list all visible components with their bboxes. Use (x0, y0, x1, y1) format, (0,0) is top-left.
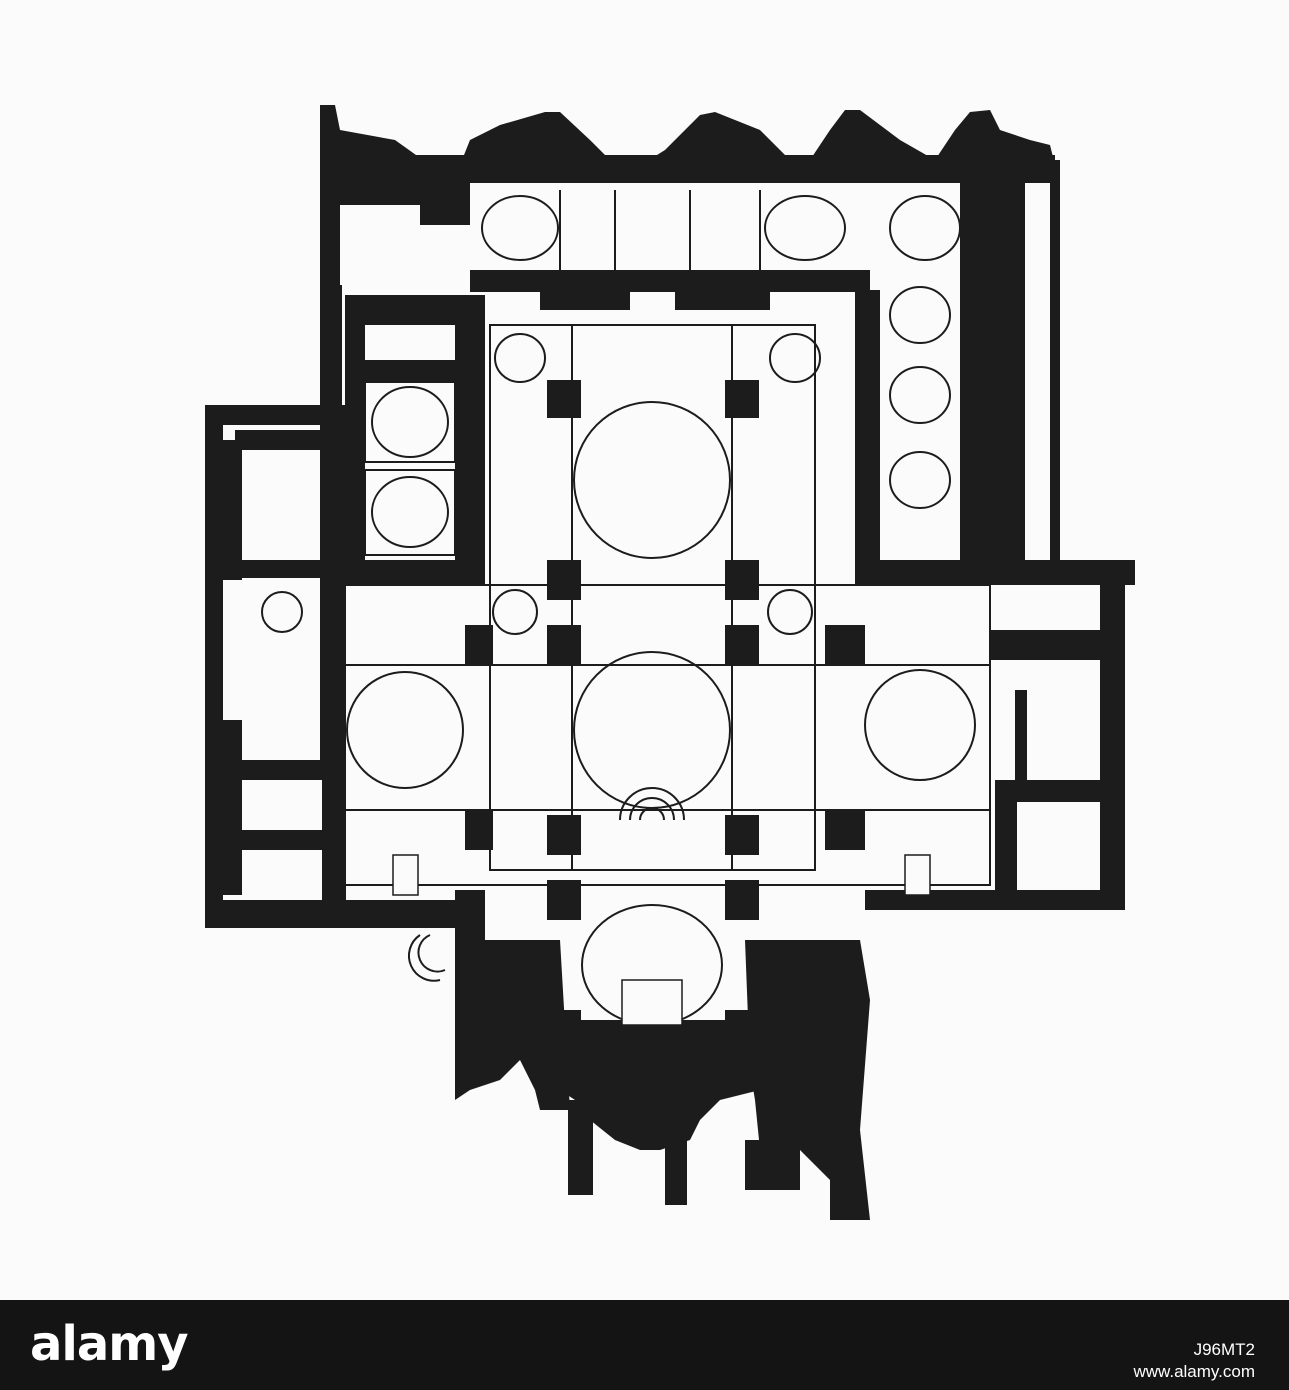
ne-wall-bottom (855, 560, 1135, 585)
vault-outlines (261, 190, 991, 1026)
south-left-chapel (455, 940, 570, 1110)
east-room-2 (1017, 805, 1100, 890)
west-wall-upper (320, 180, 342, 410)
west-annex-left (205, 405, 223, 925)
west-room-mid (222, 720, 242, 895)
west-chapel-wall-bottom (235, 560, 325, 578)
east-partition-3 (995, 800, 1017, 895)
nw-bay-wall-mid (345, 360, 485, 382)
pier-1 (547, 380, 581, 418)
floor-plan-drawing (205, 105, 1135, 1220)
west-room-b (242, 850, 322, 900)
image-id-label: J96MT2 (1193, 1340, 1255, 1359)
east-wall-right (1100, 570, 1125, 910)
nw-bay-1 (365, 382, 455, 462)
pier-10 (825, 625, 865, 665)
west-annex-top (205, 405, 345, 425)
pier-11 (465, 810, 493, 850)
south-altar (392, 854, 931, 1026)
west-chapel (242, 450, 320, 560)
pier-7 (547, 815, 581, 855)
ne-wall-outer (960, 180, 1025, 580)
pier-6 (725, 625, 759, 665)
south-edge (745, 1140, 800, 1190)
solid-walls (205, 105, 1135, 1220)
nw-bay-wall-bottom (345, 560, 485, 585)
nw-bay-wall-right (455, 295, 485, 585)
south-pier-a (568, 1100, 593, 1195)
pier-14 (725, 880, 759, 920)
north-steps (540, 292, 770, 310)
footer-bar: alamy J96MT2 www.alamy.com (0, 1300, 1289, 1390)
nw-bay-wall-left (345, 295, 365, 585)
west-room-lower (222, 760, 322, 780)
pier-3 (547, 560, 581, 600)
nw-bay-wall-top (345, 295, 485, 325)
east-wall-top (990, 630, 1120, 660)
west-annex-right (320, 425, 346, 925)
pier-12 (825, 810, 865, 850)
church-plan-svg (205, 105, 1135, 1220)
south-pier-b (665, 1140, 687, 1205)
pier-5 (547, 625, 581, 665)
pier-13 (547, 880, 581, 920)
ne-wall-far (1050, 160, 1060, 560)
pier-9 (465, 625, 493, 665)
pier-2 (725, 380, 759, 418)
east-partition (1015, 690, 1027, 780)
west-chapel-wall-left (222, 440, 242, 580)
west-room-lower2 (222, 830, 322, 850)
east-room (1027, 665, 1100, 780)
url-label: www.alamy.com (1133, 1362, 1255, 1381)
ne-chapel (880, 190, 960, 560)
pier-8 (725, 815, 759, 855)
west-room-a (242, 780, 322, 830)
nw-room (340, 205, 420, 285)
ne-outer (1025, 205, 1050, 560)
north-corridor-wall (470, 270, 870, 292)
light-voids (242, 190, 1100, 1020)
south-apse-wall (560, 1010, 760, 1150)
north-band (320, 155, 1055, 183)
ne-wall-left (855, 290, 880, 585)
east-partition-2 (995, 780, 1105, 802)
north-corridor (480, 190, 860, 270)
west-chapel-wall-top (235, 430, 325, 450)
brand-logo: alamy (30, 1316, 189, 1372)
pier-4 (725, 560, 759, 600)
nw-bay-2 (365, 470, 455, 555)
